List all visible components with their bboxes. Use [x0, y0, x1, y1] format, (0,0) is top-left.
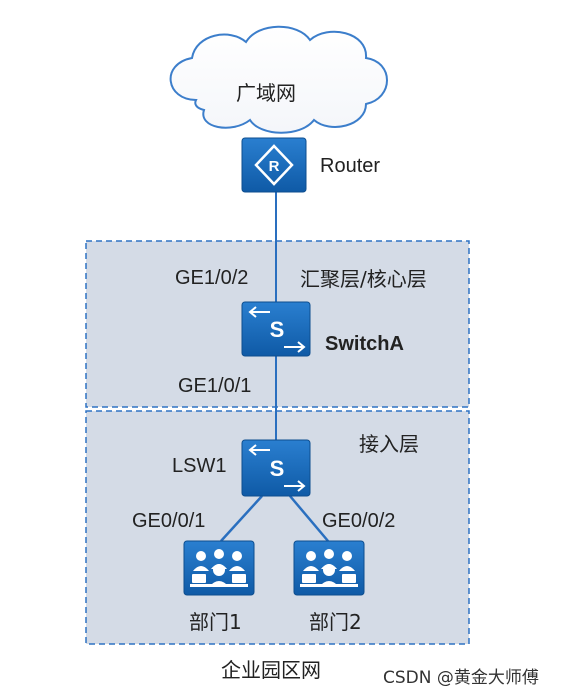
router-icon [254, 144, 294, 186]
switcha-port-up-label: GE1/0/2 [175, 267, 249, 289]
dept1-label: 部门1 [189, 610, 242, 634]
wan-label: 广域网 [236, 81, 296, 105]
lower-zone-label: 接入层 [359, 432, 419, 456]
upper-zone-label: 汇聚层/核心层 [300, 267, 427, 291]
link-lsw1-dept2 [289, 495, 329, 542]
lsw1-symbol: S [270, 456, 285, 481]
lsw1-label: LSW1 [172, 455, 227, 477]
footer-caption: 企业园区网 [221, 658, 321, 682]
lsw1-port-right-label: GE0/0/2 [322, 510, 396, 532]
wan-cloud [169, 25, 388, 134]
switch-arrows-icon [248, 444, 306, 492]
link-lsw1-dept1 [220, 495, 263, 542]
lsw1-port-left-label: GE0/0/1 [132, 510, 206, 532]
switcha-label: SwitchA [325, 333, 404, 355]
switcha-device[interactable]: S [241, 301, 311, 357]
lsw1-device[interactable]: S [241, 439, 311, 497]
router-symbol: R [269, 158, 280, 175]
dept1-users-icon[interactable] [183, 540, 255, 596]
router-device[interactable]: R [241, 137, 307, 193]
router-label: Router [320, 155, 381, 177]
switcha-symbol: S [270, 317, 285, 342]
dept2-label: 部门2 [309, 610, 362, 634]
dept2-users-icon[interactable] [293, 540, 365, 596]
switch-arrows-icon [248, 306, 306, 353]
switcha-port-down-label: GE1/0/1 [178, 375, 252, 397]
watermark-label: CSDN @黄金大师傅 [383, 668, 539, 688]
